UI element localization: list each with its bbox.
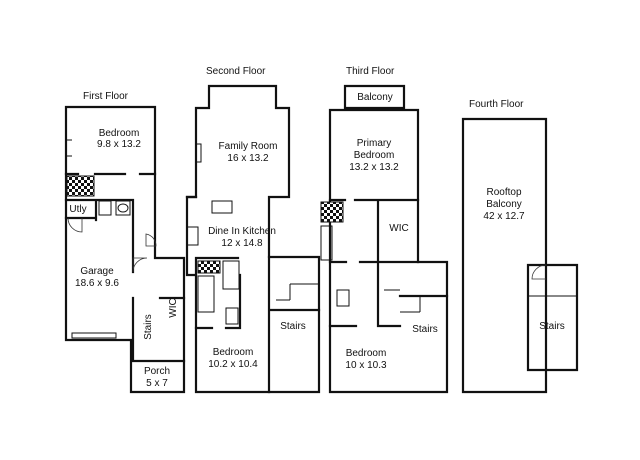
balcony-label: Balcony	[357, 92, 393, 103]
rooftop-label-2: Balcony	[486, 199, 522, 210]
third-stairs-label: Stairs	[412, 324, 438, 335]
third-toilet-icon	[336, 289, 350, 307]
second-stairs-label: Stairs	[280, 321, 306, 332]
second-counter-icon	[197, 260, 221, 274]
fourth-stairs-door-icon	[531, 264, 547, 280]
third-stairs-steps	[384, 289, 421, 313]
third-floor-title: Third Floor	[346, 66, 395, 77]
fourth-stairs-outline	[526, 263, 579, 372]
rooftop-label: Rooftop	[486, 187, 521, 198]
third-vanity-icon	[320, 225, 333, 261]
fridge-icon	[222, 260, 240, 290]
second-bedroom-size: 10.2 x 10.4	[208, 359, 258, 370]
first-wic-label: WIC	[168, 298, 179, 317]
third-bedroom-size: 10 x 10.3	[345, 360, 387, 371]
third-fireplace-icon	[320, 201, 344, 223]
primary-bedroom-label: Primary	[357, 138, 391, 149]
first-floor-outline	[64, 105, 186, 394]
sink-basin-icon	[117, 203, 129, 213]
primary-bedroom-label-2: Bedroom	[354, 150, 395, 161]
second-floor-inner-walls	[185, 195, 321, 394]
second-stairs-steps	[276, 283, 319, 301]
third-wic-label: WIC	[389, 223, 408, 234]
third-floor-inner-walls	[328, 198, 449, 328]
family-room-label: Family Room	[219, 141, 278, 152]
fourth-floor-title: Fourth Floor	[469, 99, 524, 110]
first-stairs-label: Stairs	[143, 314, 154, 340]
toilet-icon	[98, 200, 112, 216]
bathtub-icon	[197, 275, 215, 313]
second-floor-title: Second Floor	[206, 66, 266, 77]
fourth-floor: Fourth Floor Rooftop Balcony 42 x 12.7 S…	[461, 99, 579, 394]
second-floor-outline	[185, 84, 321, 394]
garage-label: Garage	[80, 266, 114, 277]
closet-marks	[66, 139, 72, 157]
second-floor: Second Floor Family Room 16 x 13.2 Dine …	[185, 66, 321, 394]
fireplace-icon	[66, 175, 95, 197]
porch-label: Porch	[144, 366, 170, 377]
first-bedroom-size: 9.8 x 13.2	[97, 139, 141, 150]
third-floor: Third Floor Balcony Primary Bedroom 13.2…	[320, 66, 449, 394]
third-floor-balcony-outline	[343, 84, 406, 110]
garage-door-icon	[132, 257, 148, 273]
stove-icon	[186, 226, 199, 246]
garage-door-opening-icon	[71, 332, 117, 339]
kitchen-size: 12 x 14.8	[221, 238, 263, 249]
second-bedroom-label: Bedroom	[213, 347, 254, 358]
utility-door-icon	[67, 217, 83, 233]
first-bedroom-label: Bedroom	[99, 128, 140, 139]
third-bedroom-label: Bedroom	[346, 348, 387, 359]
sink-icon	[115, 200, 131, 216]
garage-size: 18.6 x 9.6	[75, 278, 119, 289]
primary-bedroom-size: 13.2 x 13.2	[349, 162, 399, 173]
rooftop-outline	[461, 117, 548, 394]
family-room-size: 16 x 13.2	[227, 153, 269, 164]
kitchen-label: Dine In Kitchen	[208, 226, 276, 237]
first-floor-title: First Floor	[83, 91, 129, 102]
first-floor: First Floor Bedroom 9.8 x 13.2 Utly Gara…	[64, 91, 186, 394]
third-floor-outline	[328, 108, 449, 394]
utility-label: Utly	[69, 204, 86, 215]
rooftop-size: 42 x 12.7	[483, 211, 525, 222]
family-room-fireplace-icon	[195, 143, 202, 163]
porch-size: 5 x 7	[146, 378, 168, 389]
fourth-stairs-label: Stairs	[539, 321, 565, 332]
kitchen-sink-icon	[211, 200, 233, 214]
bedroom-door-icon	[145, 233, 157, 247]
second-toilet-icon	[225, 307, 239, 325]
